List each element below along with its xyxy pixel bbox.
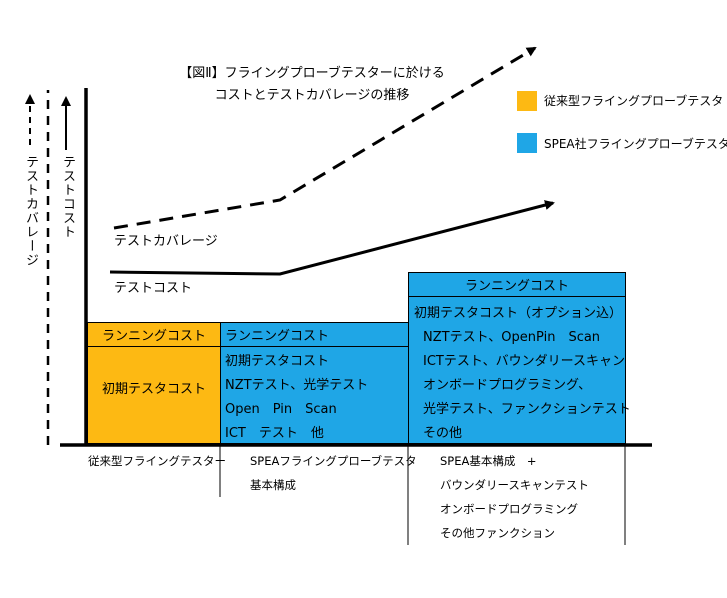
conventional-running-cost: ランニングコスト <box>88 323 220 347</box>
coverage-axis-label: テストカバレージ <box>23 155 38 267</box>
spea-basic-line-1: 初期テスタコスト <box>225 354 330 369</box>
spea-basic-line-4: ICT テスト 他 <box>225 426 324 441</box>
spea-basic-line-2: NZTテスト、光学テスト <box>225 378 369 393</box>
bottom-label-spea-full-2: バウンダリースキャンテスト <box>440 478 589 492</box>
spea-full-line-2: NZTテスト、OpenPin Scan <box>423 330 601 345</box>
bottom-label-spea-basic-2: 基本構成 <box>250 478 296 492</box>
spea-full-line-5: 光学テスト、ファンクションテスト <box>423 402 631 417</box>
bottom-label-spea-basic-1: SPEAフライングプローブテスタ <box>250 454 417 468</box>
legend-label-spea: SPEA社フライングプローブテスタ <box>544 137 727 151</box>
spea-full-line-6: その他 <box>423 426 463 441</box>
bottom-label-conventional: 従来型フライングテスター <box>88 454 226 468</box>
cost-curve <box>109 200 555 276</box>
block-conventional: ランニングコスト 初期テスタコスト <box>87 322 221 444</box>
diagram-title: 【図Ⅱ】フライングプローブテスターに於ける コストとテストカバレージの推移 <box>162 63 462 107</box>
conventional-initial-cost: 初期テスタコスト <box>102 382 207 397</box>
block-spea-basic: ランニングコスト 初期テスタコスト NZTテスト、光学テスト Open Pin … <box>220 322 409 444</box>
bottom-label-spea-full-1: SPEA基本構成 + <box>440 454 537 468</box>
block-spea-full: ランニングコスト 初期テスタコスト（オプション込） NZTテスト、OpenPin… <box>408 272 631 444</box>
spea-basic-line-3: Open Pin Scan <box>225 402 337 417</box>
coverage-curve <box>113 46 537 230</box>
cost-curve-label: テストコスト <box>114 281 193 296</box>
spea-full-line-3: ICTテスト、バウンダリースキャン <box>423 354 625 369</box>
legend-label-conventional: 従来型フライングプローブテスタ <box>544 94 724 108</box>
spea-full-line-1: 初期テスタコスト（オプション込） <box>414 306 623 321</box>
spea-full-running-cost: ランニングコスト <box>409 273 625 297</box>
bottom-label-spea-full-3: オンボードプログラミング <box>440 502 578 516</box>
title-line1: 【図Ⅱ】フライングプローブテスターに於ける <box>179 66 445 81</box>
cost-axis-label: テストコスト <box>60 155 75 239</box>
legend-swatch-conventional <box>517 91 537 111</box>
bottom-label-spea-full-4: その他ファンクション <box>440 526 555 540</box>
legend-swatch-spea <box>517 133 537 153</box>
title-line2: コストとテストカバレージの推移 <box>214 88 410 103</box>
coverage-curve-label: テストカバレージ <box>114 234 218 249</box>
spea-full-line-4: オンボードプログラミング、 <box>423 378 592 393</box>
spea-basic-running-cost: ランニングコスト <box>221 323 408 347</box>
